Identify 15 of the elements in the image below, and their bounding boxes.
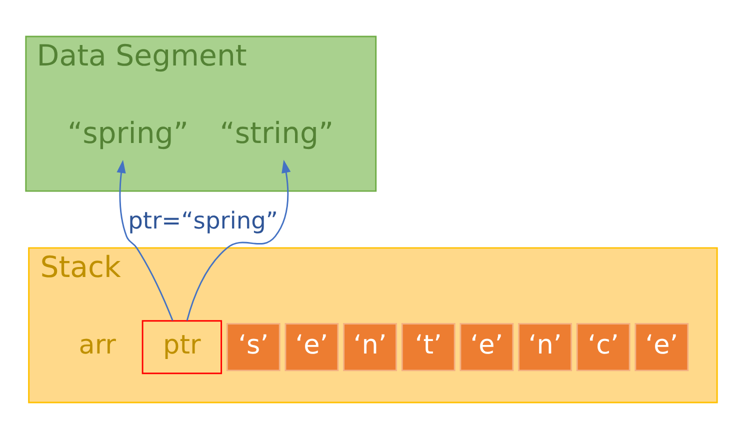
node-text: “spring” [67,116,188,150]
node-box: ‘n’ [518,323,572,372]
edge-label: ptr=“spring” [128,206,278,235]
node-box: ‘t’ [401,323,456,372]
arrow [186,160,291,321]
node-box: ‘n’ [343,323,398,372]
node-box: ‘e’ [634,323,689,372]
node-box: ‘e’ [284,323,339,372]
node-box: ‘s’ [226,323,280,372]
node-box: ‘c’ [576,323,630,372]
node-box: ‘e’ [460,323,514,372]
node-text: “string” [220,116,334,150]
node-box: ptr [142,320,222,374]
label: arr [78,330,116,361]
arrow [116,160,174,321]
